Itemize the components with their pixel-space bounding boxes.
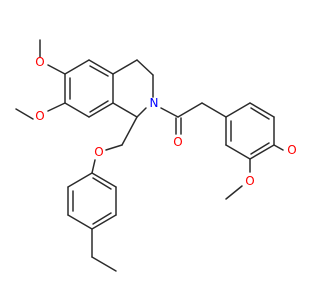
molecule-svg: O O N O O O O (15, 39, 297, 272)
acetyl-linker (160, 102, 227, 135)
atom-label-o-carbonyl: O (173, 135, 182, 149)
isoquinoline-saturated-ring (112, 59, 154, 118)
atom-label-o-ether: O (94, 145, 103, 159)
atom-label-o-para: O (287, 143, 296, 157)
methoxy-6 (39, 39, 66, 75)
atom-label-o-ring7: O (35, 109, 44, 123)
oxygen-label: O (173, 135, 182, 149)
atom-label-o-ring6: O (35, 55, 44, 69)
isoquinoline-benzene-ring (64, 59, 114, 118)
nitrogen-label: N (150, 96, 159, 110)
oxygen-label: O (35, 55, 44, 69)
ethyl-group (91, 228, 117, 272)
methoxy-meta (225, 158, 251, 200)
oxygen-label: O (245, 174, 254, 188)
atom-label-o-meta: O (245, 174, 254, 188)
dimethoxyphenyl-ring (225, 102, 275, 160)
oxygen-label: O (94, 145, 103, 159)
molecule-structure-diagram: O O N O O O O (15, 39, 297, 272)
methoxy-7 (15, 102, 66, 120)
atom-label-n: N (150, 96, 159, 110)
oxygen-label: O (35, 109, 44, 123)
methoxy-para (273, 144, 284, 151)
aryloxymethyl-linker (91, 116, 138, 174)
oxygen-label: O (287, 143, 296, 157)
ethylphenyl-ring (67, 172, 117, 230)
